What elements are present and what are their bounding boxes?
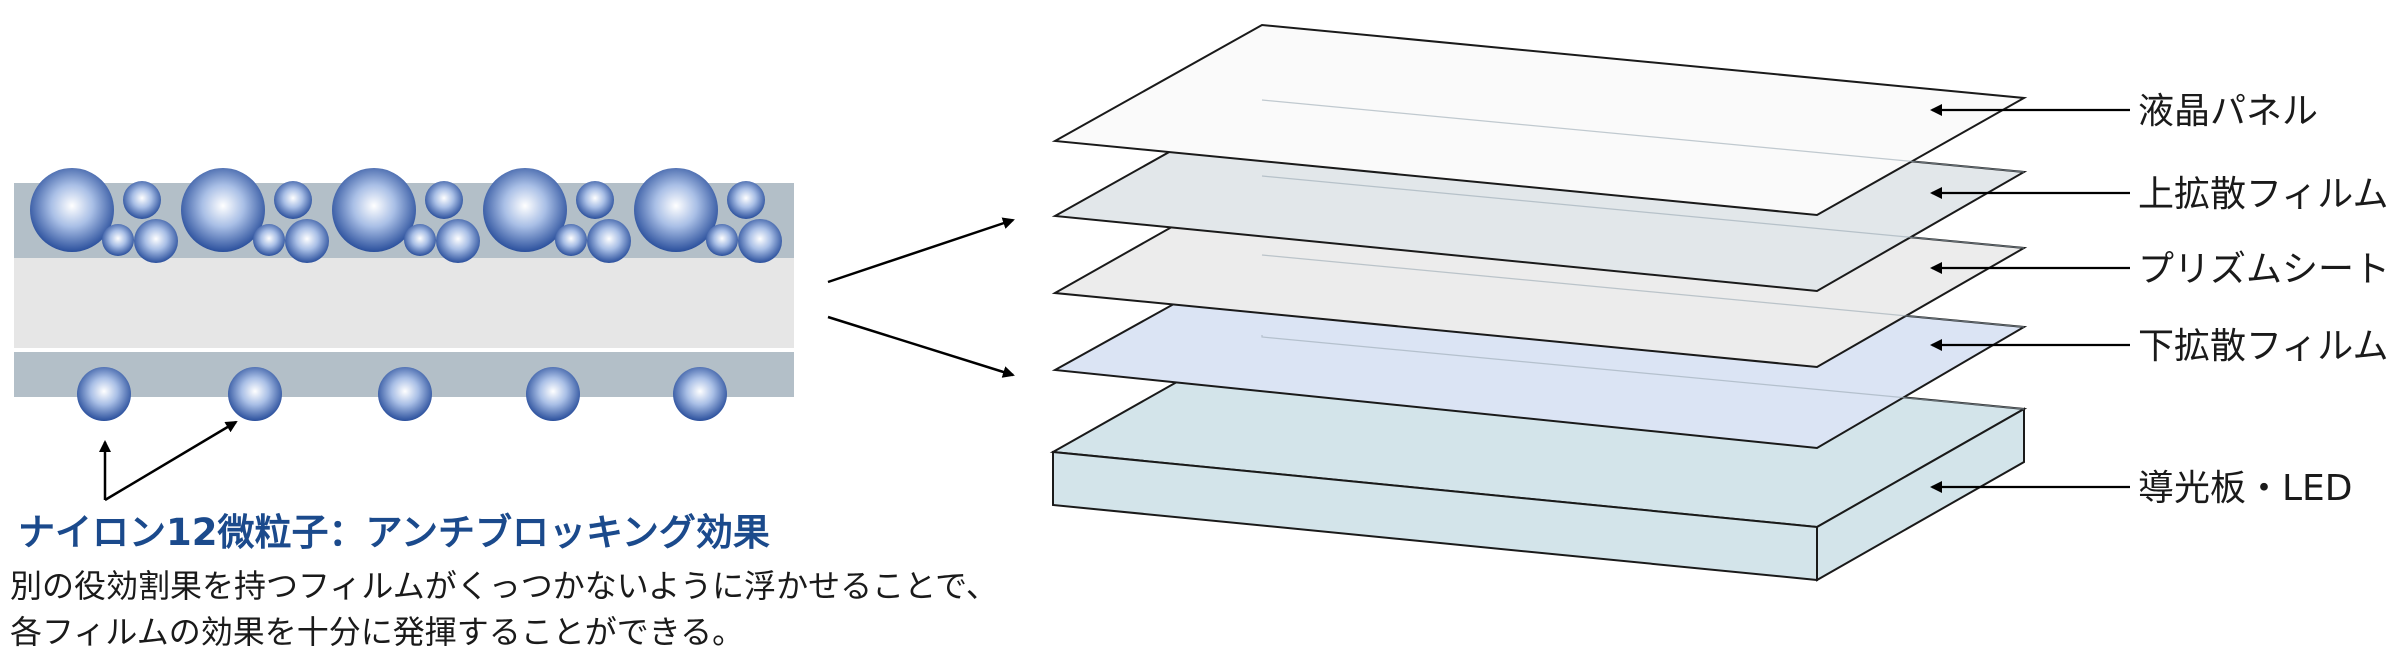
small-particle	[102, 224, 134, 256]
lower-diffusion-film-shadow	[1261, 335, 2025, 410]
small-particle	[134, 219, 178, 263]
lcd-panel	[1051, 23, 2028, 217]
small-particle	[404, 224, 436, 256]
large-particle	[30, 168, 114, 252]
lower-particle	[378, 367, 432, 421]
caption-line-1: 別の役効割果を持つフィルムがくっつかないように浮かせることで、	[10, 567, 998, 605]
lower-particle	[77, 367, 131, 421]
middle-gap	[14, 258, 794, 348]
label-light-guide-led: 導光板・LED	[2138, 468, 2353, 509]
large-particle	[483, 168, 567, 252]
label-prism-sheet: プリズムシート	[2138, 249, 2390, 290]
upper-diffusion-film-shadow	[1261, 175, 2025, 249]
lcd-panel-sheet	[1051, 23, 2028, 217]
upper-particles	[30, 168, 782, 263]
zoom-arrows	[827, 217, 1015, 378]
lcd-panel-shadow	[1261, 99, 2025, 173]
small-particle	[285, 219, 329, 263]
label-lcd-panel: 液晶パネル	[2138, 91, 2318, 132]
small-particle	[555, 224, 587, 256]
lower-particle	[673, 367, 727, 421]
small-particle	[738, 219, 782, 263]
small-particle	[425, 181, 463, 219]
light-guide-side	[1816, 407, 2025, 582]
label-upper-diffusion-film: 上拡散フィルム	[2138, 174, 2389, 215]
caption-title: ナイロン12微粒子：アンチブロッキング効果	[18, 511, 770, 554]
small-particle	[436, 219, 480, 263]
lower-particle	[526, 367, 580, 421]
layer-stack	[1049, 23, 2028, 582]
film-cross-section	[14, 168, 794, 421]
small-particle	[123, 181, 161, 219]
small-particle	[706, 224, 738, 256]
small-particle	[587, 219, 631, 263]
lower-particles	[77, 367, 727, 421]
caption-pointer	[99, 420, 238, 502]
pointer-line-diag	[104, 420, 238, 502]
label-leaders	[1930, 104, 2130, 493]
large-particle	[332, 168, 416, 252]
caption-line-2: 各フィルムの効果を十分に発揮することができる。	[10, 613, 744, 651]
small-particle	[576, 181, 614, 219]
large-particle	[634, 168, 718, 252]
zoom-arrow-lower	[827, 315, 1015, 378]
large-particle	[181, 168, 265, 252]
small-particle	[274, 181, 312, 219]
label-lower-diffusion-film: 下拡散フィルム	[2138, 326, 2389, 367]
small-particle	[253, 224, 285, 256]
small-particle	[727, 181, 765, 219]
lower-particle	[228, 367, 282, 421]
zoom-arrow-upper	[827, 217, 1015, 284]
prism-sheet-shadow	[1261, 254, 2025, 328]
